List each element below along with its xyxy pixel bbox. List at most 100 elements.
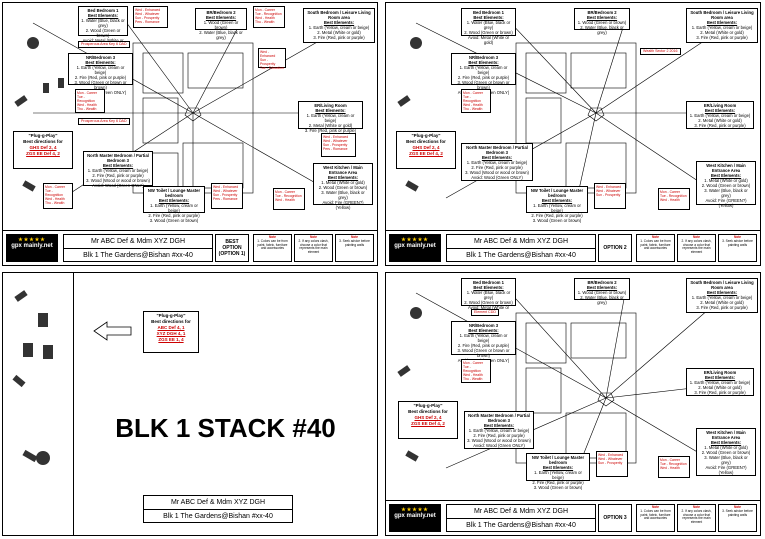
bed2-title: BR/Bedroom 2 [587,280,617,285]
living-item-3: 3. Fire (Red, pink or purple) [694,123,746,128]
note-body: 1. Colors can be from paint, fabric, fur… [640,508,671,521]
bed2-item-1: 1. Wood (Green or brown) [577,20,627,25]
nm-bed-item-4: Avoid: Wood (Green ONLY) [92,183,144,188]
mini-note: Wed - Enhanced Wed - Whatever Sun - Pros… [594,183,626,209]
bed1-title: Bed Bedroom 1 [473,280,504,285]
title-block: ★★★★★ gpx mainly.net Mr ABC Def & Mdm XY… [3,230,377,265]
mini-note-line: Wed - Enhanced [213,185,239,189]
logo-stars: ★★★★★ [401,237,429,243]
mini-note: Mon - Career Tue - Recognition Wed - Hea… [461,359,491,383]
bed3-elements: Best Elements: [468,328,499,333]
mini-note-line: Sun - Prosperity [213,193,238,197]
kitchen-item-4: Avoid: Fire (GREEN?) (Yellow) [705,465,747,475]
floor-plan: Bed Bedroom 1 Best Elements: 1. Water (B… [386,3,760,223]
note-head: Note [651,235,660,239]
bed1-item-2: 2. Wood (Green or brown) [464,300,513,305]
company-logo: ★★★★★ gpx mainly.net [389,504,441,532]
client-name: Mr ABC Def & Mdm XYZ DGH [447,235,595,249]
bed1-box: Bed Bedroom 1 Best Elements: 1. Water (B… [461,8,516,45]
mini-note-line: Mon - Career [45,185,65,189]
nm-bed-item-2: 2. Fire (Red, pink or purple) [92,173,144,178]
logo-brand: gpx mainly.net [394,513,436,519]
mini-note-line: Tue - Recognition [255,12,282,16]
mini-note-line: Pers - Romance [323,147,348,151]
nw-toilet-item-3: 3. Wood (Green or brown) [533,485,583,490]
plug-play-title: "Plug-g-Play" [413,403,443,408]
client-block: Mr ABC Def & Mdm XYZ DGH Blk 1 The Garde… [143,495,293,523]
nm-bed-item-1: 1. Earth (Yellow, cream or beige) [468,428,530,433]
study-item-2: 2. Metal (White or gold) [700,30,744,35]
company-logo: ★★★★★ gpx mainly.net [389,234,441,262]
note-head: Note [350,235,359,239]
study-item-3: 3. Fire (Red, pink or purple) [696,305,748,310]
nm-bed-title: North Master Bedroom / Partial Bedroom 3 [468,413,530,423]
pill-label: Wealth Sector 2 2016 [640,48,681,55]
plug-play-subtitle: Best directions for [406,139,446,144]
mini-note-line: Mon - Career [255,8,275,12]
mini-note: Mon - Career Tue - Recognition Wed - Hea… [43,183,73,209]
logo-stars: ★★★★★ [401,507,429,513]
mini-note: Mon - Career Tue - Recognition Wed - Hea… [273,188,305,210]
mini-note-line: Thu - Wealth [77,107,97,111]
study-item-3: 3. Fire (Red, pink or purple) [313,35,365,40]
note-head: Note [268,235,277,239]
client-address: Blk 1 The Gardens@Bishan #xx-40 [83,252,193,259]
study-elements: Best Elements: [706,20,738,25]
nw-toilet-item-1: 1. Earth (Yellow, cream or beige) [533,203,581,213]
sheet-option-2: Bed Bedroom 1 Best Elements: 1. Water (B… [385,2,761,266]
nm-bed-title: North Master Bedroom / Partial Bedroom 3 [87,153,149,163]
study-item-3: 3. Fire (Red, pink or purple) [696,35,748,40]
note-head: Note [733,235,742,239]
mini-note-line: Tue - Recognition [660,194,687,198]
mini-note-line: Sun - Prosperity [323,143,348,147]
plug-play-line: ABC Def 4, 1 [157,325,185,330]
pill-label: Prosperous Area Key 6 DAD [78,118,130,125]
plug-play-line: ZGS EE Def 4, 2 [411,421,445,426]
study-elements: Best Elements: [323,20,355,25]
plug-play-line: GHS Def 2, 4 [412,145,440,150]
plug-play-box: "Plug-g-Play" Best directions for GHS De… [398,401,458,439]
living-item-2: 2. Metal (White or gold) [698,118,742,123]
kitchen-title: West Kitchen / Main Entrance Area [706,163,746,173]
living-item-2: 2. Metal (White or gold) [308,123,353,128]
kitchen-box: West Kitchen / Main Entrance Area Best E… [696,161,756,208]
kitchen-title: West Kitchen / Main Entrance Area [706,430,746,440]
mini-note-line: Mon - Career [660,190,680,194]
title-note: Note 2. If any colors clash, choose a co… [677,234,716,262]
mini-note-line: Tue - Recognition [275,194,302,198]
mini-note-line: Wed - Enhanced [135,8,161,12]
study-item-2: 2. Metal (White or gold) [700,300,744,305]
living-elements: Best Elements: [704,375,736,380]
living-box: ER/Living Room Best Elements: 1. Earth (… [298,101,363,133]
note-head: Note [692,235,701,239]
bed3-box: NR/Bedroom 3 Best Elements: 1. Earth (Ye… [451,53,516,95]
nw-toilet-title: NW Toilet / Lounge Master bedroom [147,188,201,198]
bed2-item-1: 1. Wood (Green or brown) [203,20,239,30]
note-body: 2. If any colors clash, choose a color t… [681,508,712,525]
nw-toilet-elements: Best Elements: [542,465,574,470]
mini-note-line: Wed - Whatever [598,457,623,461]
note-body: 1. Colors can be from paint, fabric, fur… [257,238,288,251]
bed2-elements: Best Elements: [586,15,618,20]
nm-bed-item-1: 1. Earth (Yellow, cream or beige) [87,168,149,173]
mini-note-line: Wed - Enhanced [598,453,624,457]
nw-toilet-item-2: 2. Fire (Red, pink or purple) [148,213,200,218]
mini-note-line: Mon - Career [463,361,483,365]
nm-bed-item-3: 3. Wood (Wood or wood or brown) [467,438,531,443]
study-title: South Bedroom / Leisure Living Room area [690,10,754,20]
kitchen-item-3: 3. Water (Blue, black or grey) [704,188,748,198]
mini-note-line: Mon - Career [463,91,483,95]
nw-toilet-box: NW Toilet / Lounge Master bedroom Best E… [143,186,205,223]
title-note: Note 3. Seek advice before painting wall… [335,234,374,262]
plug-play-line: XYZ DGH 4, 1 [156,331,186,336]
pill-label: Prosperous Area Key 6 DAD [78,41,130,48]
mini-note: Wed - Enhanced Sun - Prosperity Tue - Ed… [258,48,286,70]
living-item-1: 1. Earth (Yellow, cream or beige) [689,113,751,118]
bed3-title: NR/Bedroom 3 [85,55,116,60]
mini-note-line: Tue - Education [260,66,284,70]
kitchen-item-2: 2. Wood (Green or brown) [701,450,751,455]
company-logo: ★★★★★ gpx mainly.net [6,234,58,262]
plug-play-box: "Plug-g-Play" Best directions for GHS De… [396,131,456,169]
mini-note-line: Wed - Whatever [323,139,348,143]
margin-line [73,273,74,535]
